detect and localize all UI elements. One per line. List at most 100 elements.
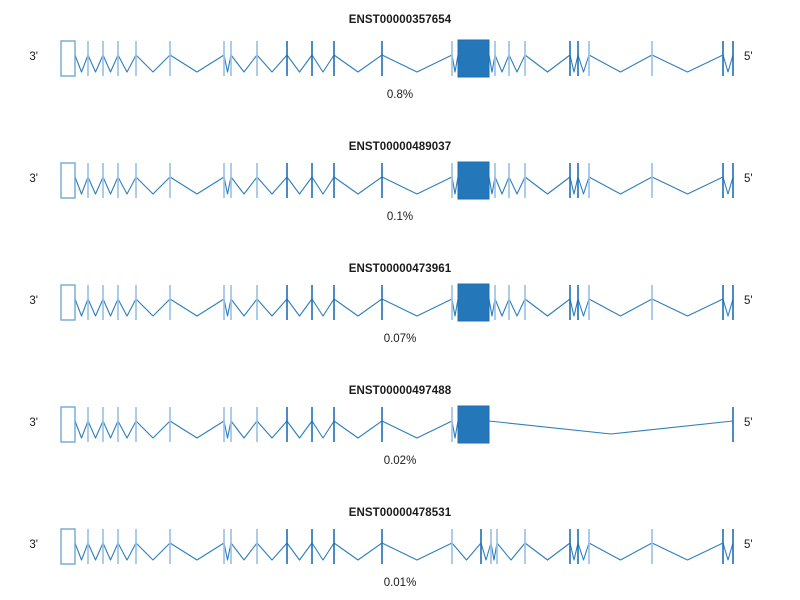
transcript-track xyxy=(0,528,800,566)
intron-chevron xyxy=(651,54,724,73)
intron-chevron xyxy=(381,420,453,439)
intron-chevron xyxy=(230,54,258,73)
intron-chevron xyxy=(577,54,590,73)
intron-chevron xyxy=(333,176,383,195)
intron-chevron xyxy=(230,542,258,561)
intron-chevron xyxy=(87,176,104,195)
intron-chevron xyxy=(256,420,288,439)
intron-chevron xyxy=(135,298,171,317)
three-prime-label: 3' xyxy=(29,417,38,429)
intron-chevron xyxy=(451,176,459,195)
exon-group xyxy=(87,163,734,198)
intron-group xyxy=(74,176,734,195)
intron-group xyxy=(74,54,734,73)
exon-group xyxy=(87,529,734,564)
intron-chevron xyxy=(135,54,171,73)
highlighted-exon-block xyxy=(457,161,490,200)
intron-chevron xyxy=(333,420,383,439)
intron-chevron xyxy=(651,298,724,317)
transcript-track xyxy=(0,405,800,444)
five-prime-label: 5' xyxy=(744,51,753,63)
intron-chevron xyxy=(381,54,453,73)
intron-chevron xyxy=(87,298,104,317)
intron-chevron xyxy=(286,420,313,439)
five-prime-label: 5' xyxy=(744,539,753,551)
intron-chevron xyxy=(286,54,313,73)
intron-chevron xyxy=(524,542,571,561)
intron-chevron xyxy=(488,176,496,195)
intron-chevron xyxy=(451,542,482,561)
intron-group xyxy=(74,420,734,439)
intron-chevron xyxy=(577,298,590,317)
intron-chevron xyxy=(169,542,225,561)
intron-chevron xyxy=(135,176,171,195)
intron-chevron xyxy=(333,298,383,317)
intron-chevron xyxy=(577,542,590,561)
intron-chevron xyxy=(488,54,496,73)
intron-chevron xyxy=(74,176,89,195)
three-prime-label: 3' xyxy=(29,51,38,63)
intron-chevron xyxy=(588,176,653,195)
intron-chevron xyxy=(74,54,89,73)
five-prime-label: 5' xyxy=(744,295,753,307)
three-prime-label: 3' xyxy=(29,173,38,185)
intron-chevron xyxy=(169,420,225,439)
intron-chevron xyxy=(230,298,258,317)
highlighted-exon-block xyxy=(457,405,490,444)
five-prime-label: 5' xyxy=(744,173,753,185)
intron-chevron xyxy=(230,420,258,439)
intron-chevron xyxy=(569,54,579,73)
intron-chevron xyxy=(524,54,571,73)
transcript-percent: 0.07% xyxy=(383,333,417,345)
intron-chevron xyxy=(588,298,653,317)
intron-chevron xyxy=(311,176,335,195)
intron-chevron xyxy=(451,420,459,439)
intron-chevron xyxy=(117,542,137,561)
transcript-track-svg xyxy=(60,405,734,444)
intron-chevron xyxy=(333,54,383,73)
intron-chevron xyxy=(508,298,526,317)
intron-chevron xyxy=(223,176,232,195)
intron-chevron xyxy=(102,542,119,561)
intron-chevron xyxy=(381,176,453,195)
transcript-title: ENST00000473961 xyxy=(348,263,452,275)
intron-chevron xyxy=(494,298,510,317)
exon-group xyxy=(87,407,734,442)
transcript-title: ENST00000497488 xyxy=(348,385,452,397)
transcript-track-svg xyxy=(60,283,734,322)
intron-chevron xyxy=(524,176,571,195)
intron-chevron xyxy=(333,542,383,561)
intron-chevron xyxy=(524,298,571,317)
intron-chevron xyxy=(451,298,459,317)
intron-chevron xyxy=(169,298,225,317)
intron-chevron xyxy=(286,298,313,317)
intron-chevron xyxy=(223,542,232,561)
intron-chevron xyxy=(117,54,137,73)
transcript-track-svg xyxy=(60,161,734,200)
intron-chevron xyxy=(117,420,137,439)
transcript-track-svg xyxy=(60,528,734,565)
intron-chevron xyxy=(722,542,734,561)
intron-group xyxy=(74,298,734,317)
intron-chevron xyxy=(488,420,734,435)
intron-chevron xyxy=(74,420,89,439)
utr-box xyxy=(60,406,76,443)
intron-chevron xyxy=(722,54,734,73)
intron-chevron xyxy=(451,54,459,73)
intron-chevron xyxy=(117,298,137,317)
transcript-track xyxy=(0,39,800,78)
intron-chevron xyxy=(256,542,288,561)
exon-group xyxy=(87,285,734,320)
intron-chevron xyxy=(577,176,590,195)
intron-chevron xyxy=(490,542,498,561)
intron-chevron xyxy=(223,298,232,317)
intron-chevron xyxy=(651,176,724,195)
intron-chevron xyxy=(286,176,313,195)
intron-chevron xyxy=(87,54,104,73)
intron-chevron xyxy=(256,298,288,317)
intron-chevron xyxy=(74,298,89,317)
intron-chevron xyxy=(223,420,232,439)
highlighted-exon-block xyxy=(457,39,490,78)
intron-chevron xyxy=(256,176,288,195)
utr-box xyxy=(60,284,76,321)
